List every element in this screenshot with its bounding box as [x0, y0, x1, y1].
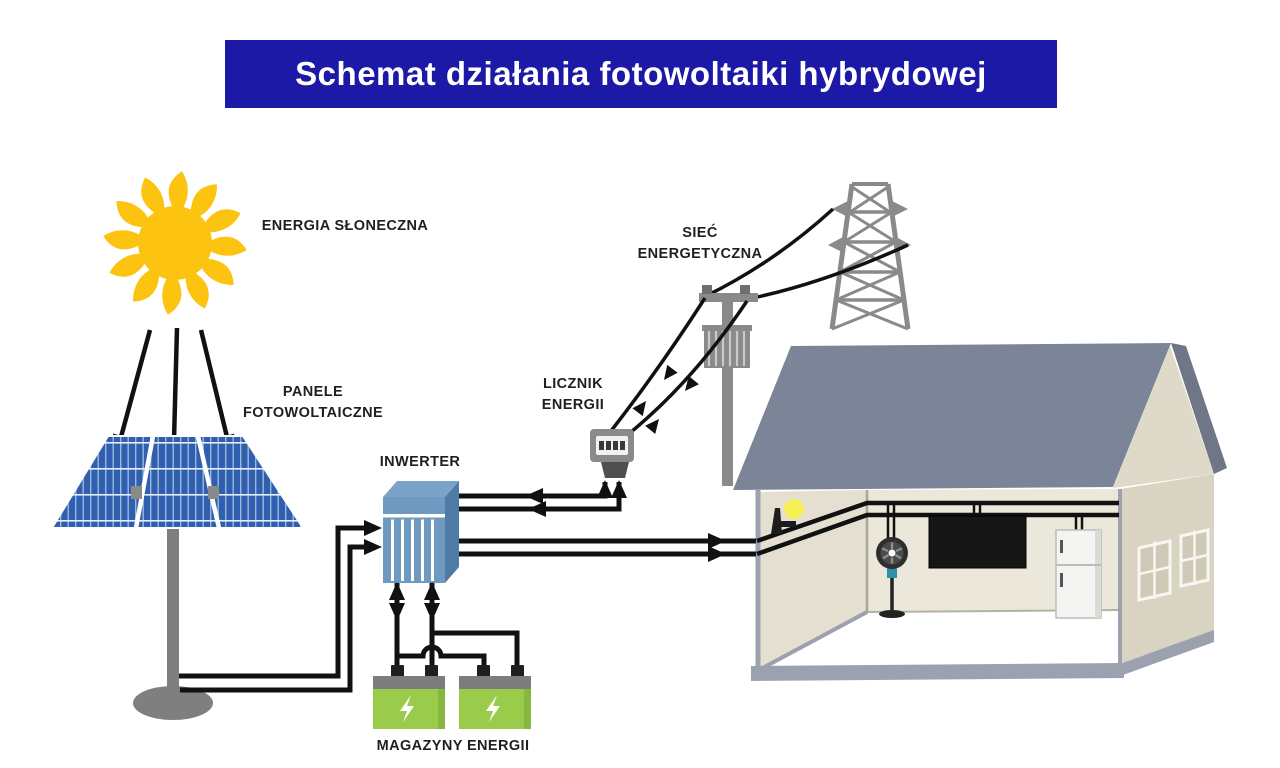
pv-to-inverter-wires: [179, 525, 364, 693]
battery-icon: [459, 665, 531, 729]
energy-meter-icon: [590, 429, 634, 478]
fan-icon: [876, 537, 908, 618]
interior-floor: [757, 610, 1120, 671]
power-pole-icon: [699, 285, 758, 486]
inverter-to-house-wires: [450, 538, 756, 557]
roof-trim: [1171, 343, 1227, 474]
house-icon: [733, 343, 1227, 681]
solar-panels-icon: [50, 435, 305, 720]
tv-icon: [928, 515, 1027, 569]
page-title: Schemat działania fotowoltaiki hybrydowe…: [295, 55, 987, 92]
floor-beam: [751, 663, 1124, 681]
bolt-icon: [486, 695, 500, 722]
panel-pole-base: [133, 686, 213, 720]
inverter-icon: [383, 481, 459, 583]
label-energy-meter: LICZNIK ENERGII: [541, 376, 605, 413]
label-solar-panels: PANELE FOTOWOLTAICZNE: [242, 384, 384, 421]
window-icon: [1179, 528, 1210, 588]
house-wiring: [756, 500, 1119, 557]
window-icon: [1137, 539, 1172, 602]
label-power-grid: SIEĆ ENERGETYCZNA: [637, 225, 763, 262]
sun-icon: [103, 171, 247, 315]
sunlight-arrows: [118, 327, 230, 441]
label-solar-energy: ENERGIA SŁONECZNA: [261, 218, 429, 234]
foundation-strip: [1120, 630, 1214, 676]
label-inverter: INWERTER: [379, 454, 461, 470]
inverter-to-battery-wires: [394, 583, 520, 668]
label-energy-storage: MAGAZYNY ENERGII: [376, 738, 530, 754]
battery-icon: [373, 665, 445, 729]
grid-wires: [705, 207, 909, 301]
gable-wall: [1113, 346, 1214, 488]
roof: [733, 343, 1171, 490]
transmission-tower-icon: [828, 182, 911, 331]
bolt-icon: [400, 695, 414, 722]
panel-pole: [167, 524, 179, 696]
fridge-icon: [1055, 529, 1102, 619]
title-banner: Schemat działania fotowoltaiki hybrydowe…: [225, 40, 1057, 108]
grid-to-meter-wires: [609, 297, 749, 434]
wall-lamp-icon: [771, 499, 804, 534]
